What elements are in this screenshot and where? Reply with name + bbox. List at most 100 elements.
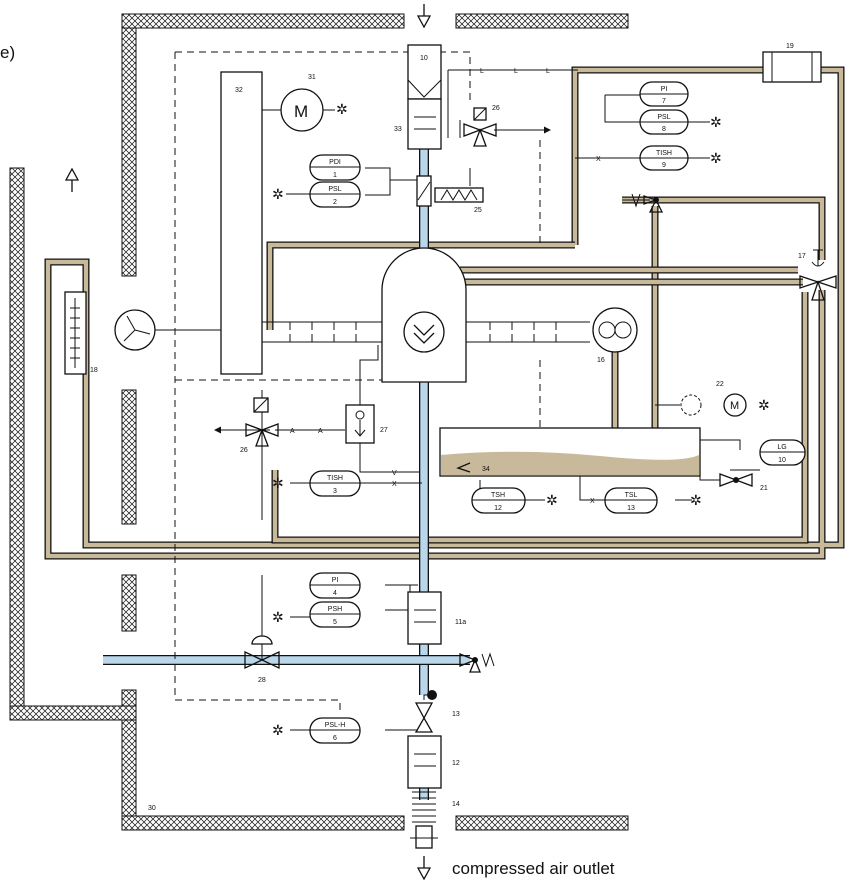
instrument-tag: PSL xyxy=(657,114,670,121)
signal-letter-x: X xyxy=(596,156,601,163)
label-22: 22 xyxy=(716,381,724,388)
instrument-tag: PI xyxy=(661,86,668,93)
component-10-inlet-filter xyxy=(407,44,442,100)
instrument-tag: TSH xyxy=(491,492,505,499)
signal-letter-x: X xyxy=(590,498,595,505)
label-28: 28 xyxy=(258,677,266,684)
label-26-upper: 26 xyxy=(492,105,500,112)
solenoid-valve-26-upper xyxy=(463,107,497,147)
motor-22: M xyxy=(680,393,747,417)
outlet-label: compressed air outlet xyxy=(452,859,615,878)
signal-letters: L L L A A V X X X xyxy=(290,68,601,505)
instrument-number: 3 xyxy=(333,488,337,495)
instrument-number: 13 xyxy=(627,505,635,512)
instrument-tag: PSH xyxy=(328,606,342,613)
label-32: 32 xyxy=(235,87,243,94)
control-valve-28 xyxy=(244,635,280,670)
enclosure-walls xyxy=(9,13,629,831)
instrument-pdi-1: PDI 1 xyxy=(309,154,361,181)
instrument-number: 8 xyxy=(662,126,666,133)
motor-22-symbol: M xyxy=(730,400,739,412)
instrument-tish-9: TISH 9 xyxy=(639,145,689,171)
psh-5-sensor-icon: ✲ xyxy=(272,609,284,625)
instrument-tag: PSL-H xyxy=(325,722,346,729)
instrument-psh-5: PSH 5 xyxy=(309,601,361,628)
tsl-13-sensor-icon: ✲ xyxy=(690,492,702,508)
instrument-number: 1 xyxy=(333,172,337,179)
oil-circuit xyxy=(44,66,845,560)
component-16-oil-pump xyxy=(592,307,638,353)
label-18: 18 xyxy=(90,367,98,374)
check-valve-oil-return xyxy=(631,193,664,213)
label-31: 31 xyxy=(308,74,316,81)
label-14: 14 xyxy=(452,801,460,808)
signal-letter-a: A xyxy=(290,428,295,435)
instrument-tag: TSL xyxy=(625,492,638,499)
instrument-psl-2: PSL 2 xyxy=(309,181,361,208)
title-fragment: e) xyxy=(0,43,15,62)
instrument-tag: TISH xyxy=(327,475,343,482)
label-13: 13 xyxy=(452,711,460,718)
instrument-pi-4: PI 4 xyxy=(309,572,361,599)
signal-letter-l: L xyxy=(546,68,550,75)
instrument-number: 7 xyxy=(662,98,666,105)
tish-9-sensor-icon: ✲ xyxy=(710,150,722,166)
label-12: 12 xyxy=(452,760,460,767)
instrument-tag: PSL xyxy=(328,186,341,193)
instrument-tsl-13: TSL 13 xyxy=(604,487,658,514)
signal-letter-x: X xyxy=(392,481,397,488)
air-inlet-arrow xyxy=(416,4,432,29)
label-30: 30 xyxy=(148,805,156,812)
instrument-number: 4 xyxy=(333,590,337,597)
tish-3-sensor-icon: ✲ xyxy=(272,475,284,491)
signal-letter-l: L xyxy=(480,68,484,75)
signal-letter-a: A xyxy=(318,428,323,435)
motor-31-sensor-icon: ✲ xyxy=(336,101,348,117)
instrument-tag: LG xyxy=(777,444,786,451)
instrument-number: 9 xyxy=(662,162,666,169)
screw-compressor-housing xyxy=(381,247,467,383)
signal-letter-l: L xyxy=(514,68,518,75)
instrument-number: 5 xyxy=(333,619,337,626)
tsh-12-sensor-icon: ✲ xyxy=(546,492,558,508)
drain-valve-21 xyxy=(719,473,753,487)
psl-h-6-sensor-icon: ✲ xyxy=(272,722,284,738)
component-11a-air-receiver xyxy=(407,591,442,645)
instrument-psl-8: PSL 8 xyxy=(639,109,689,135)
label-16: 16 xyxy=(597,357,605,364)
component-32-cooler xyxy=(220,71,263,375)
instrument-number: 10 xyxy=(778,457,786,464)
label-33: 33 xyxy=(394,126,402,133)
motor-31-symbol: M xyxy=(294,102,308,121)
label-11a: 11a xyxy=(455,619,466,626)
motor-22-sensor-icon: ✲ xyxy=(758,397,770,413)
component-18-oil-cooler xyxy=(64,291,87,375)
cooling-fan xyxy=(114,309,156,351)
component-12-aftercooler xyxy=(407,735,442,789)
instrument-psl-h-6: PSL-H 6 xyxy=(309,717,361,744)
solenoid-valve-26-lower xyxy=(245,397,279,447)
label-10: 10 xyxy=(420,55,428,62)
signal-letter-v: V xyxy=(392,470,397,477)
label-34: 34 xyxy=(482,466,490,473)
label-17: 17 xyxy=(798,253,806,260)
safety-valve xyxy=(459,652,495,673)
psl-8-sensor-icon: ✲ xyxy=(710,114,722,130)
instrument-tag: PDI xyxy=(329,159,341,166)
instrument-tsh-12: TSH 12 xyxy=(471,487,526,514)
instrument-number: 2 xyxy=(333,199,337,206)
component-27-return-valve xyxy=(345,404,375,444)
label-26-lower: 26 xyxy=(240,447,248,454)
psl-2-sensor-icon: ✲ xyxy=(272,186,284,202)
thermostatic-valve-17 xyxy=(799,249,837,301)
exhaust-arrow-up xyxy=(64,167,80,192)
instrument-tish-3: TISH 3 xyxy=(309,470,361,497)
label-21: 21 xyxy=(760,485,768,492)
flexible-hose-14 xyxy=(410,791,438,849)
instrument-lg-10: LG 10 xyxy=(759,439,806,466)
component-25-throttle xyxy=(416,175,484,207)
component-19 xyxy=(762,51,822,83)
instrument-number: 12 xyxy=(494,505,502,512)
instrument-tag: PI xyxy=(332,577,339,584)
